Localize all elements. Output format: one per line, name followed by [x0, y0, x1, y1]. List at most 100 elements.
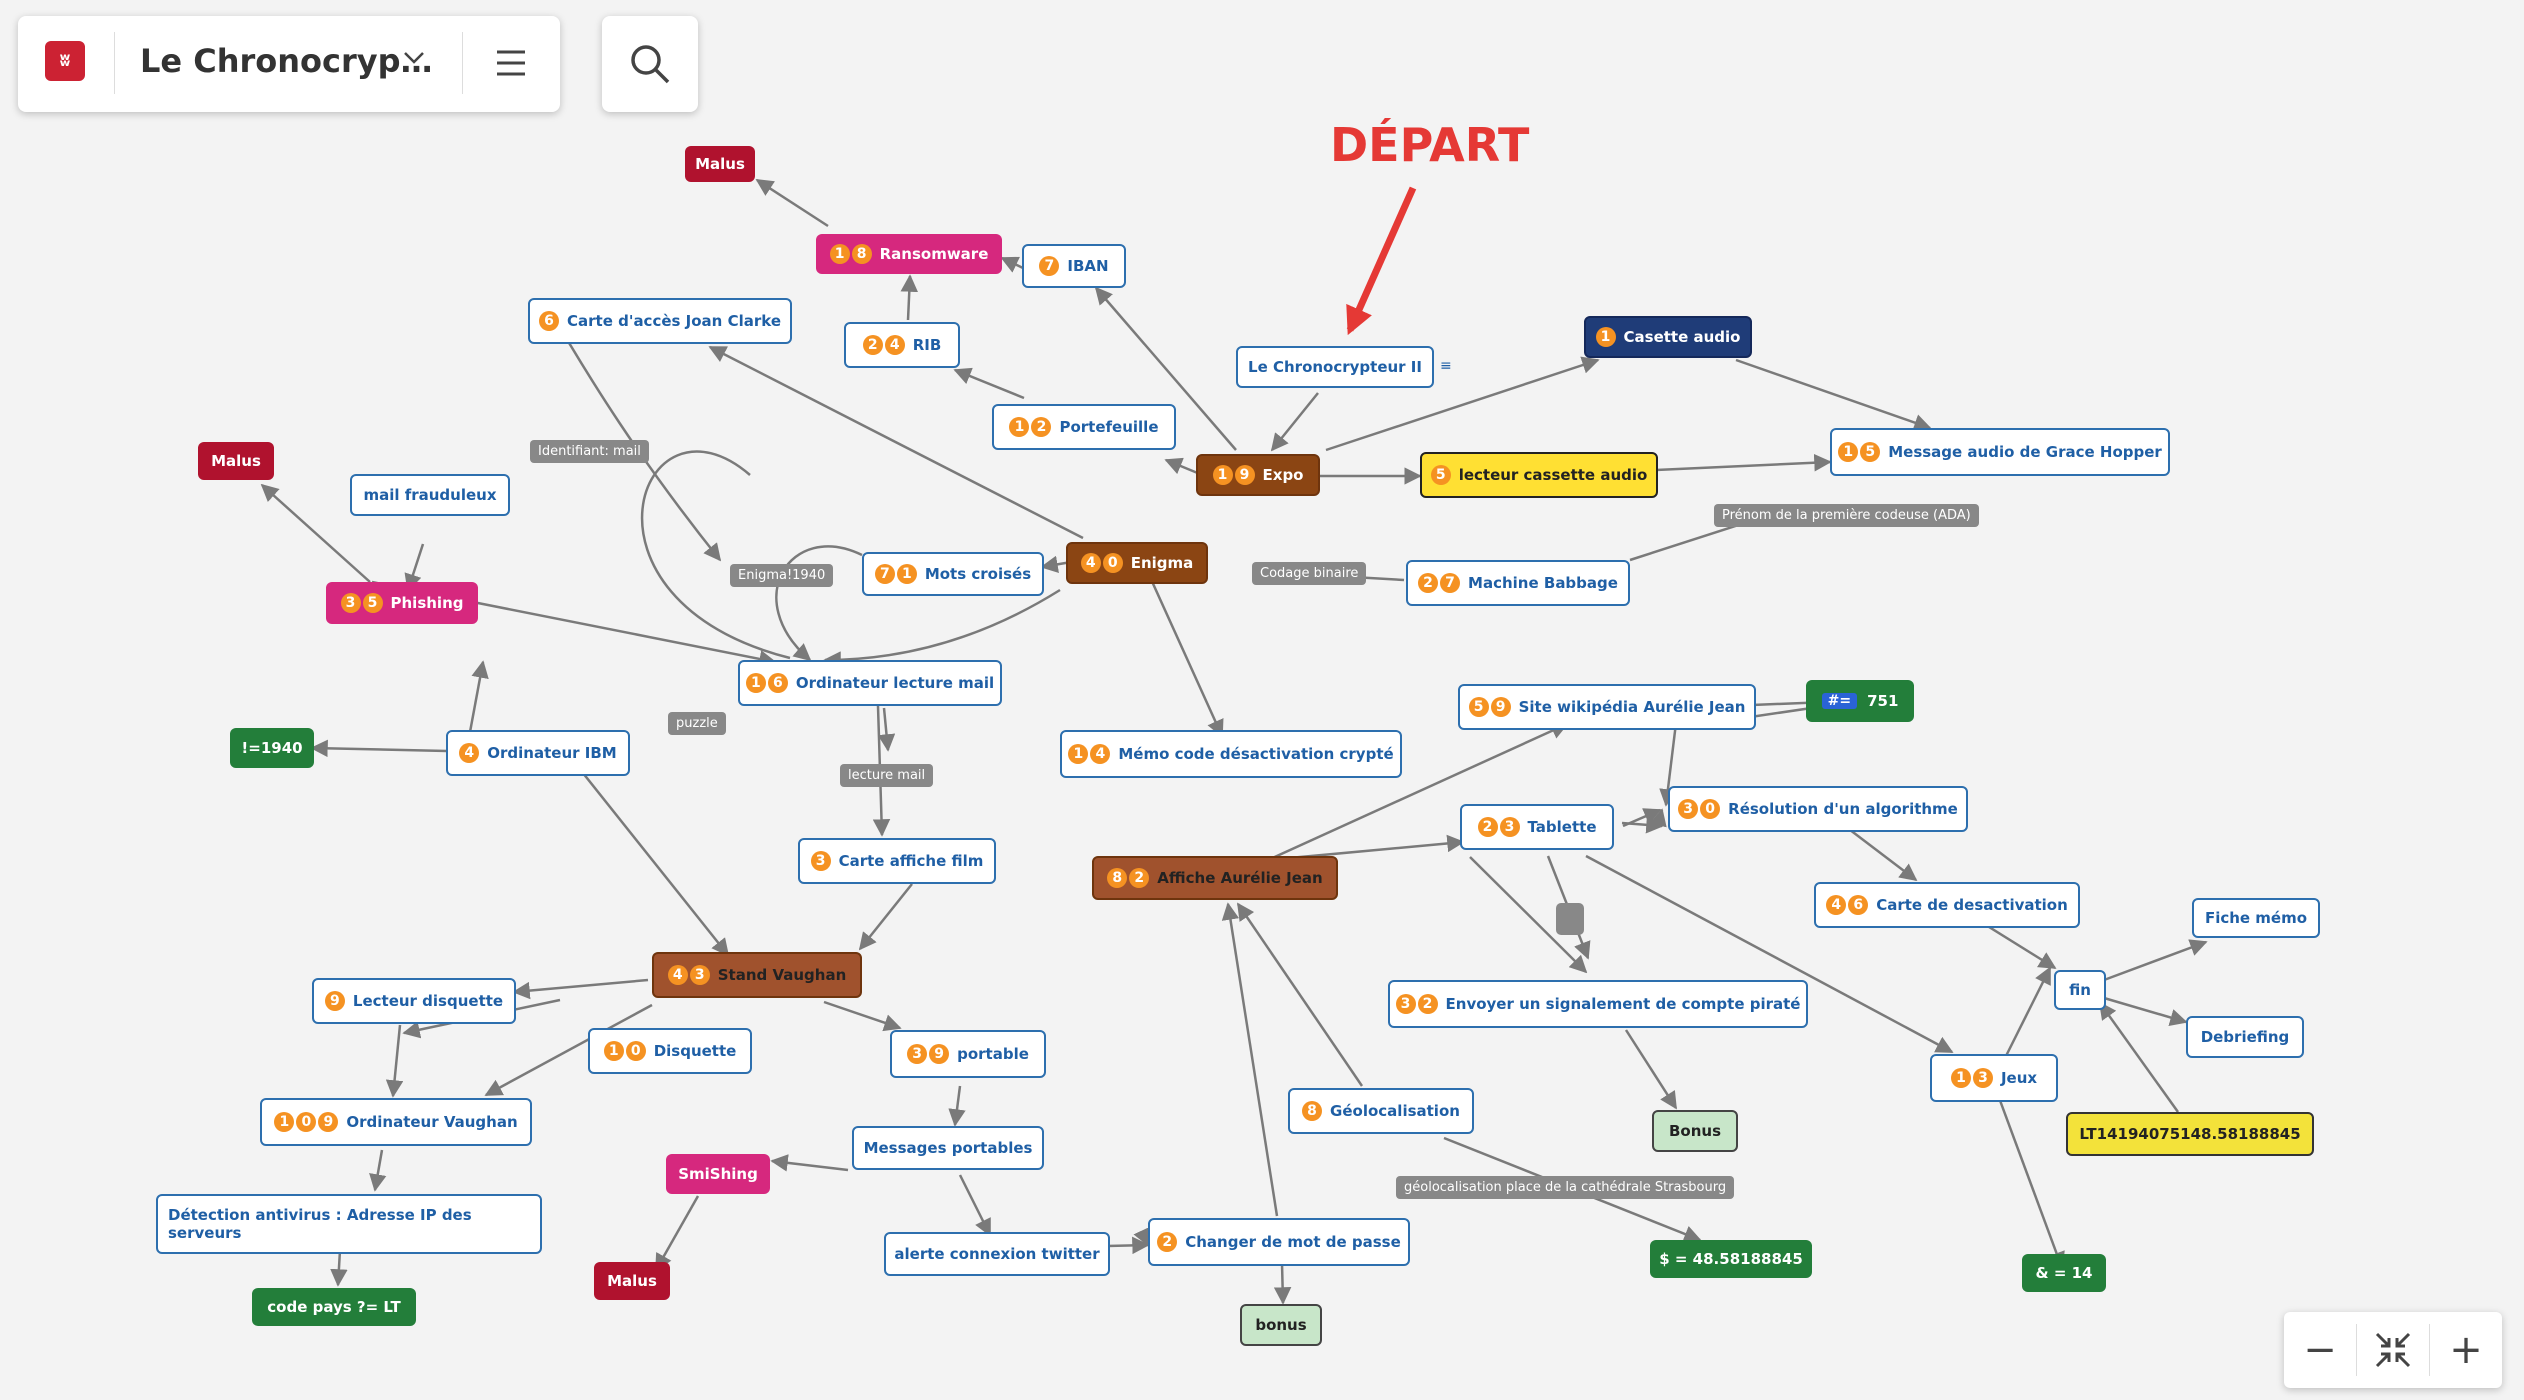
- search-button[interactable]: [602, 16, 698, 112]
- zoom-controls: − +: [2284, 1312, 2502, 1388]
- toolbar-divider: [462, 32, 463, 94]
- node-messages-portables[interactable]: Messages portables: [852, 1126, 1044, 1170]
- node-mail-frauduleux[interactable]: mail frauduleux: [350, 474, 510, 516]
- node-bonus[interactable]: bonus: [1240, 1304, 1322, 1346]
- edge-label: Identifiant: mail: [530, 440, 649, 463]
- search-icon: [631, 45, 670, 84]
- node-malus[interactable]: Malus: [685, 146, 755, 182]
- zoom-divider: [2356, 1324, 2357, 1376]
- collapse-icon: [2375, 1332, 2411, 1368]
- node-number-badges: 3: [810, 851, 833, 871]
- hamburger-menu-icon[interactable]: [494, 46, 528, 80]
- node-bonus[interactable]: Bonus: [1652, 1110, 1738, 1152]
- node-chronocrypteur[interactable]: Le Chronocrypteur II: [1236, 346, 1434, 388]
- zoom-divider: [2429, 1324, 2430, 1376]
- node-dollar-value[interactable]: $ = 48.58188845: [1650, 1240, 1812, 1278]
- node-detection-antivirus[interactable]: Détection antivirus : Adresse IP des ser…: [156, 1194, 542, 1254]
- node-neq-1940[interactable]: !=1940: [230, 728, 314, 768]
- node-alerte-twitter[interactable]: alerte connexion twitter: [884, 1232, 1110, 1276]
- node-malus[interactable]: Malus: [198, 442, 274, 480]
- top-toolbar: ʬ Le Chronocryp…: [18, 16, 560, 112]
- node-hash-751[interactable]: #=751: [1806, 680, 1914, 722]
- node-number-badges: 9: [324, 991, 347, 1011]
- map-title[interactable]: Le Chronocryp…: [140, 42, 433, 80]
- node-number-badges: 5: [1430, 465, 1453, 485]
- node-lt-code[interactable]: LT14194075148.58188845: [2066, 1112, 2314, 1156]
- node-number-badges: 7: [1039, 256, 1061, 276]
- notes-icon[interactable]: ≡: [1440, 358, 1452, 374]
- chevron-down-icon[interactable]: [403, 46, 425, 68]
- mindmap-logo-icon[interactable]: ʬ: [45, 41, 85, 81]
- node-smishing[interactable]: SmiShing: [666, 1154, 770, 1194]
- node-number-badges: 8: [1302, 1101, 1324, 1121]
- collapsed-node[interactable]: [1556, 903, 1584, 935]
- node-code-pays[interactable]: code pays ?= LT: [252, 1288, 416, 1326]
- node-amp-14[interactable]: & = 14: [2022, 1254, 2106, 1292]
- toolbar-divider: [114, 32, 115, 94]
- node-number-badges: 6: [539, 311, 561, 331]
- node-fiche-memo[interactable]: Fiche mémo: [2192, 898, 2320, 938]
- node-number-badges: 2: [1157, 1232, 1179, 1252]
- edge-label: Prénom de la première codeuse (ADA): [1714, 504, 1979, 527]
- node-debriefing[interactable]: Debriefing: [2186, 1016, 2304, 1058]
- node-malus[interactable]: Malus: [594, 1262, 670, 1300]
- edge-label: Enigma!1940: [730, 564, 834, 587]
- zoom-out-button[interactable]: −: [2303, 1327, 2337, 1373]
- zoom-fit-button[interactable]: [2357, 1312, 2429, 1388]
- node-fin[interactable]: fin: [2054, 970, 2106, 1010]
- zoom-in-button[interactable]: +: [2449, 1327, 2483, 1373]
- node-number-badges: 1: [1595, 327, 1618, 347]
